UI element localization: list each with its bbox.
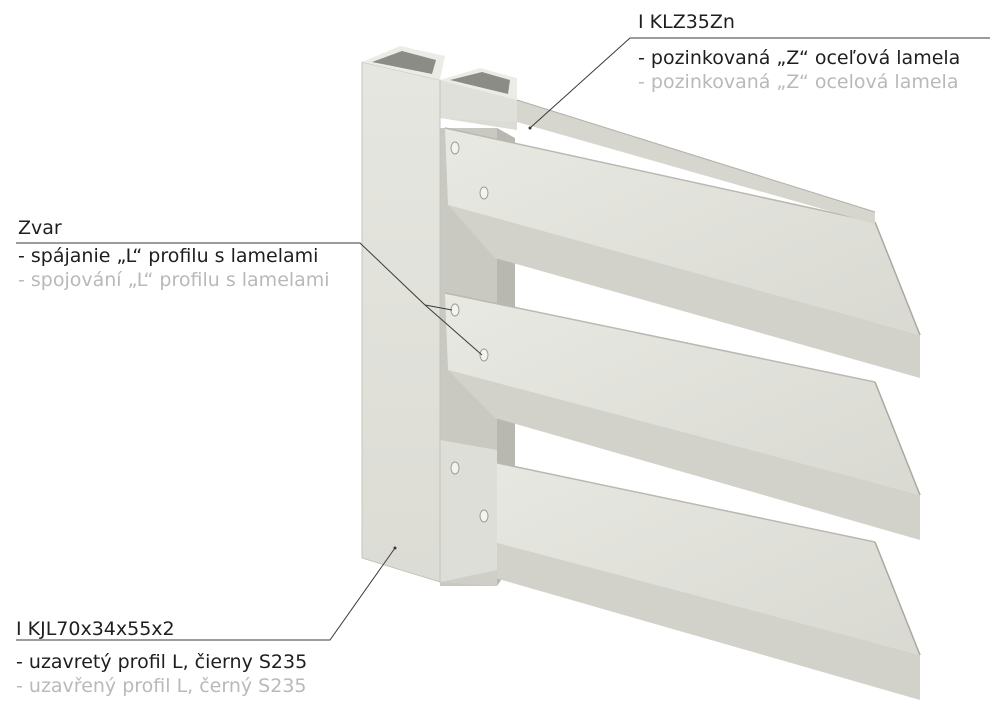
weld-spot [479,348,489,362]
label-description-sk: - pozinkovaná „Z“ oceľová lamela [638,47,961,69]
z-slat-2 [444,292,921,540]
label-kjl70x34x55x2: I KJL70x34x55x2 - uzavretý profil L, čie… [16,620,307,696]
tube-openings [362,46,517,100]
weld-spot [450,461,460,475]
leader-line-weld-b [424,304,483,356]
leader-dot-top-right [528,126,532,130]
leader-line-middle-left [16,242,426,306]
weld-spot [450,141,460,155]
label-code: I KJL70x34x55x2 [16,618,175,640]
label-code: Zvar [18,217,62,239]
label-description-sk: - spájanie „L“ profilu s lamelami [18,245,319,267]
label-description-cz: - uzavřený profil L, černý S235 [16,675,307,697]
leader-line-top-right [529,37,990,129]
leader-dot-bottom-left [393,546,397,550]
z-slat-1 [444,127,921,378]
weld-spot [479,186,489,200]
label-zvar: Zvar - spájanie „L“ profilu s lamelami -… [18,219,330,290]
leader-line-weld-a [424,304,453,311]
leader-lines [16,37,990,641]
label-code: I KLZ35Zn [638,11,735,33]
weld-spots [450,141,489,523]
label-description-sk: - uzavretý profil L, čierny S235 [16,651,308,673]
weld-spot [450,303,460,317]
label-klz35zn: I KLZ35Zn - pozinkovaná „Z“ oceľová lame… [638,13,960,92]
top-rail [516,99,876,224]
label-description-cz: - pozinkovaná „Z“ ocelová lamela [638,71,959,93]
leader-line-bottom-left [16,547,396,641]
l-profile-post [361,61,517,586]
weld-spot [479,509,489,523]
z-slat-3 [444,451,921,700]
label-description-cz: - spojování „L“ profilu s lamelami [18,269,330,291]
